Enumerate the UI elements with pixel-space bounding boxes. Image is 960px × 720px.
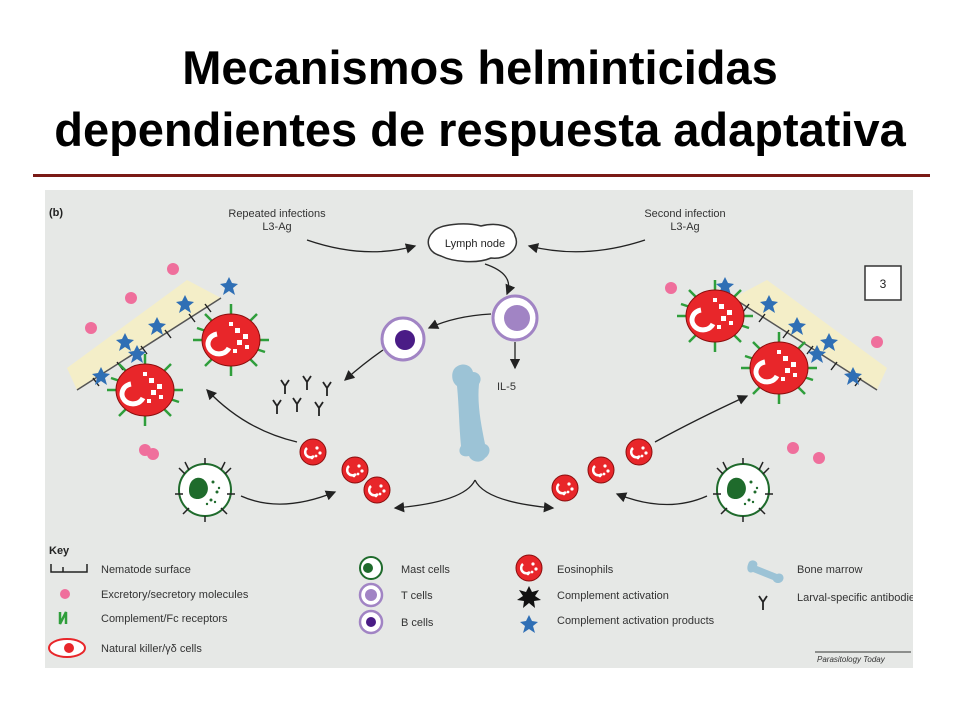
figure-number: 3 bbox=[880, 277, 887, 291]
left-source-label-line2: L3-Ag bbox=[262, 221, 291, 233]
mast-cell-right bbox=[712, 457, 774, 523]
key-item-fc-receptors: Complement/Fc receptors bbox=[58, 611, 228, 625]
excretory-molecules bbox=[85, 263, 883, 464]
figure-credit: Parasitology Today bbox=[817, 655, 886, 664]
key-item-complement-activation: Complement activation bbox=[517, 586, 669, 608]
svg-text:B cells: B cells bbox=[401, 617, 434, 629]
nematode-surface-left bbox=[67, 277, 269, 426]
key-item-complement-products: Complement activation products bbox=[520, 615, 715, 633]
svg-text:Complement activation products: Complement activation products bbox=[557, 615, 715, 627]
bone-marrow bbox=[452, 364, 490, 462]
svg-text:Complement/Fc receptors: Complement/Fc receptors bbox=[101, 613, 228, 625]
arrow-tcell-to-bcell bbox=[427, 313, 492, 329]
key-item-t-cells: T cells bbox=[358, 582, 433, 608]
slide-title-line-2: dependientes de respuesta adaptativa bbox=[54, 103, 906, 156]
nematode-surface-right bbox=[677, 277, 887, 404]
key-item-antibodies: Larval-specific antibodies bbox=[758, 592, 921, 611]
title-divider bbox=[33, 174, 930, 177]
svg-text:Bone marrow: Bone marrow bbox=[797, 564, 862, 576]
arrow-eos-to-left-surface bbox=[206, 389, 298, 443]
key-item-excretory: Excretory/secretory molecules bbox=[60, 589, 249, 601]
svg-text:Nematode surface: Nematode surface bbox=[101, 564, 191, 576]
svg-text:Excretory/secretory molecules: Excretory/secretory molecules bbox=[101, 589, 249, 601]
lymph-node-label: Lymph node bbox=[445, 238, 505, 250]
b-cell bbox=[380, 316, 426, 362]
svg-text:Natural killer/γδ cells: Natural killer/γδ cells bbox=[101, 643, 202, 655]
svg-text:Larval-specific antibodies: Larval-specific antibodies bbox=[797, 592, 913, 604]
key-item-nematode-surface: Nematode surface bbox=[50, 564, 191, 576]
key-item-mast-cells: Mast cells bbox=[359, 556, 450, 580]
svg-text:T cells: T cells bbox=[401, 590, 433, 602]
left-source-label-line1: Repeated infections bbox=[228, 208, 326, 220]
svg-text:Complement activation: Complement activation bbox=[557, 590, 669, 602]
slide-title-line-1: Mecanismos helminticidas bbox=[182, 41, 778, 94]
arrow-node-to-tcell bbox=[484, 263, 516, 296]
lymph-node bbox=[427, 223, 518, 263]
figure-svg: (b) Repeated infections L3-Ag Second inf… bbox=[48, 207, 921, 664]
il5-label: IL-5 bbox=[497, 381, 516, 393]
arrow-left-to-node bbox=[306, 239, 417, 254]
key-title: Key bbox=[49, 545, 70, 557]
key-item-bone-marrow: Bone marrow bbox=[747, 560, 862, 583]
arrow-mast-right bbox=[615, 492, 708, 506]
figure-number-box bbox=[864, 265, 902, 301]
arrow-marrow-to-left-eos bbox=[393, 479, 476, 513]
key-item-eosinophils: Eosinophils bbox=[514, 553, 614, 583]
arrow-eos-to-right-surface bbox=[654, 395, 749, 443]
arrow-right-to-node bbox=[527, 239, 646, 254]
t-cell bbox=[491, 294, 539, 342]
eosinophil-chain-left bbox=[298, 437, 392, 505]
svg-text:Mast cells: Mast cells bbox=[401, 564, 450, 576]
right-source-label-line2: L3-Ag bbox=[670, 221, 699, 233]
arrow-mast-left bbox=[240, 490, 337, 505]
arrow-marrow-to-right-eos bbox=[474, 479, 555, 513]
arrow-bcell-to-antibodies bbox=[344, 349, 384, 381]
immunology-figure: (b) Repeated infections L3-Ag Second inf… bbox=[45, 190, 921, 668]
mast-cell-left bbox=[174, 457, 236, 523]
antibody-cluster bbox=[272, 375, 332, 417]
right-source-label-line1: Second infection bbox=[644, 208, 725, 220]
panel-label: (b) bbox=[49, 207, 63, 219]
svg-text:Eosinophils: Eosinophils bbox=[557, 564, 614, 576]
key-item-nk-cells: Natural killer/γδ cells bbox=[48, 638, 202, 658]
eosinophil-chain-right bbox=[550, 437, 654, 503]
key-item-b-cells: B cells bbox=[358, 609, 434, 635]
